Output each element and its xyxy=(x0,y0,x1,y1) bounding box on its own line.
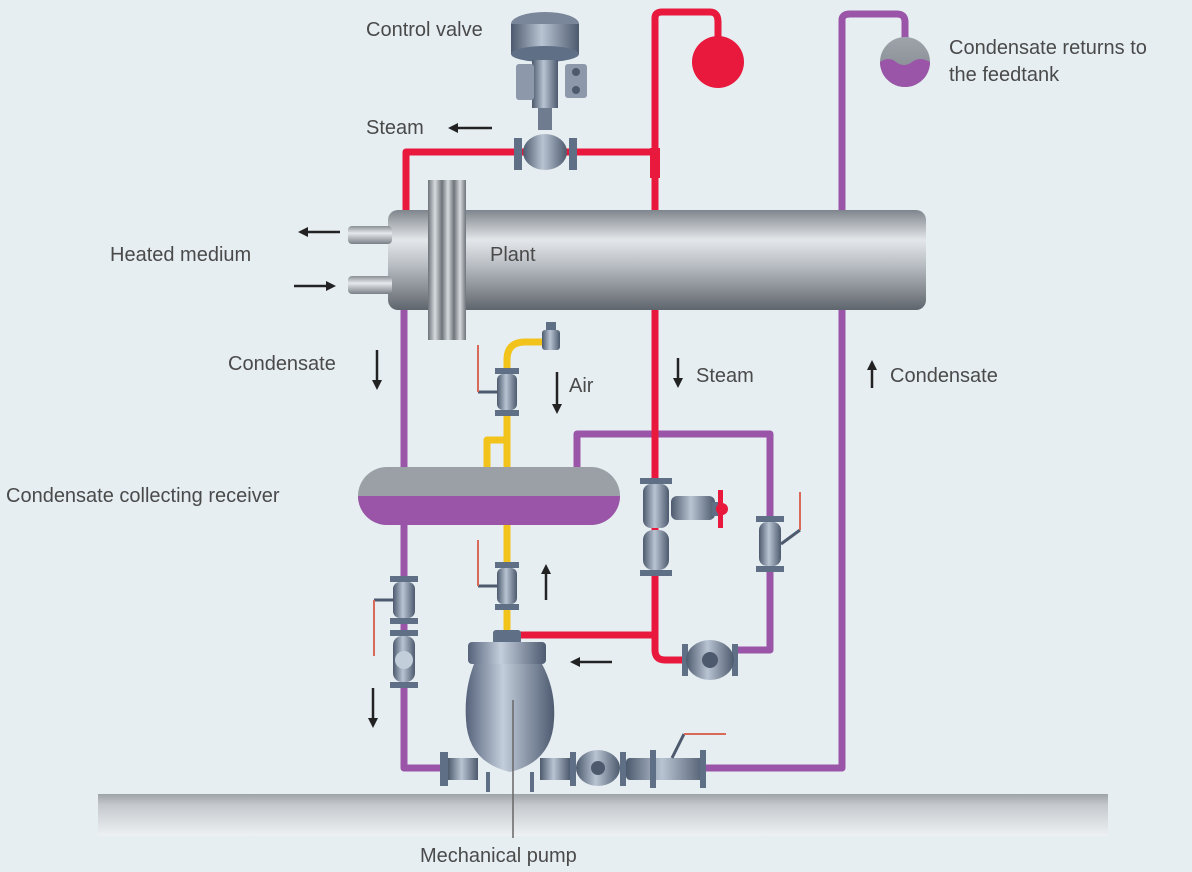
ball-valve-icon xyxy=(373,576,418,656)
label-plant: Plant xyxy=(490,244,536,266)
control-valve-icon xyxy=(511,12,587,170)
label-air: Air xyxy=(569,375,594,397)
ball-valve-icon xyxy=(626,733,726,788)
label-condensate-left: Condensate xyxy=(228,353,336,375)
feedtank-icon xyxy=(880,37,930,87)
label-receiver: Condensate collecting receiver xyxy=(6,485,280,507)
label-mechanical-pump: Mechanical pump xyxy=(420,845,577,867)
ball-valve-icon xyxy=(756,492,801,572)
inlet-nozzle xyxy=(348,276,392,294)
ball-valve-icon xyxy=(477,540,519,610)
check-valve-icon xyxy=(570,750,626,786)
air-pipes xyxy=(483,338,549,640)
strainer-icon xyxy=(640,478,672,576)
label-heated-medium: Heated medium xyxy=(110,244,251,266)
label-returns-line2: the feedtank xyxy=(949,64,1060,86)
label-steam-top: Steam xyxy=(366,117,424,139)
flow-arrow-icon xyxy=(294,123,877,728)
air-vent-icon xyxy=(542,322,560,350)
label-condensate-right: Condensate xyxy=(890,365,998,387)
ball-valve-icon xyxy=(477,345,519,416)
condensate-receiver xyxy=(358,467,620,525)
mechanical-pump-icon xyxy=(440,630,570,792)
pressure-gauge-icon xyxy=(692,36,744,88)
outlet-nozzle xyxy=(348,226,392,244)
check-valve-icon xyxy=(390,630,418,688)
steam-reducer xyxy=(650,148,660,178)
label-returns-line1: Condensate returns to xyxy=(949,37,1147,59)
floor xyxy=(98,794,1108,836)
gate-valve-icon xyxy=(671,490,728,528)
steam-trap-icon xyxy=(682,640,738,680)
label-control-valve: Control valve xyxy=(366,19,483,41)
plant-heat-exchanger xyxy=(348,180,926,340)
label-steam-mid: Steam xyxy=(696,365,754,387)
